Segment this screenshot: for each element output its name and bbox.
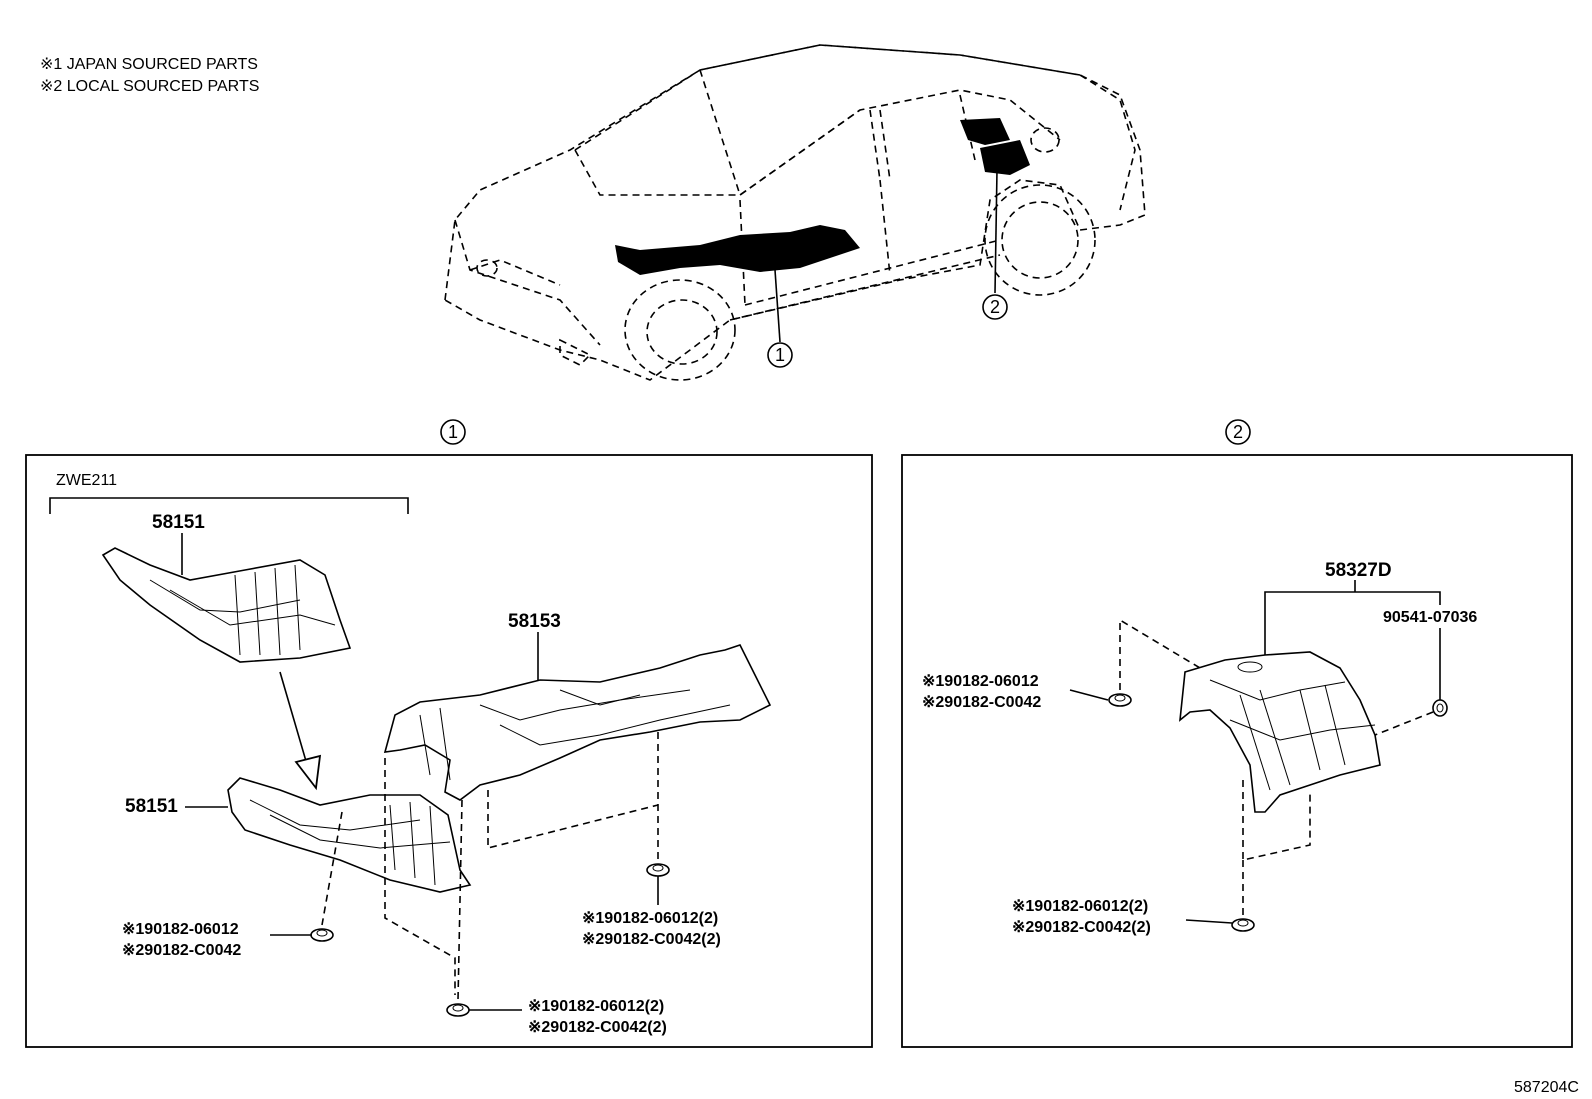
clip-p2-bottom-part-2: ※290182-C0042(2) [1012, 919, 1151, 936]
callout-1-circle [767, 342, 793, 368]
insulator-58151-upper [101, 547, 352, 663]
car-overview: 1 2 [444, 44, 1146, 381]
clip-bottom-part-1: ※190182-06012(2) [528, 998, 664, 1015]
panel-1-frame [25, 454, 873, 1048]
part-58151-upper-label: 58151 [152, 512, 205, 533]
clip-right-part-1: ※190182-06012(2) [582, 910, 718, 927]
insulator-58151-lower [227, 777, 472, 893]
section-2-heading: 2 [1233, 422, 1243, 442]
clip-right-part-2: ※290182-C0042(2) [582, 931, 721, 948]
clip-90541 [1432, 699, 1448, 717]
section-2-circle [1225, 419, 1251, 445]
part-58327D-label: 58327D [1325, 560, 1392, 581]
clip-panel1-bottom [446, 1003, 470, 1017]
section-1-heading: 1 [448, 422, 458, 442]
legend-local-sourced: ※2 LOCAL SOURCED PARTS [40, 78, 259, 95]
clip-p2-left-part-2: ※290182-C0042 [922, 694, 1041, 711]
clip-bottom-part-2: ※290182-C0042(2) [528, 1019, 667, 1036]
legend-japan-sourced: ※1 JAPAN SOURCED PARTS [40, 56, 258, 73]
diagram-code: 587204C [1514, 1079, 1579, 1096]
clip-panel1-left [310, 928, 334, 942]
section-1-circle [440, 419, 466, 445]
panel-2: 58327D 90541-07036 ※190182-06012 ※290 [901, 454, 1573, 1048]
callout-1-label: 1 [775, 345, 785, 365]
clip-panel1-right [646, 863, 670, 877]
clip-left-part-1: ※190182-06012 [122, 921, 239, 938]
clip-p2-bottom-part-1: ※190182-06012(2) [1012, 898, 1148, 915]
callout-2-label: 2 [990, 297, 1000, 317]
panel-2-frame [901, 454, 1573, 1048]
insulator-58327D [1179, 651, 1381, 813]
model-bracket [49, 497, 409, 514]
clip-p2-left-part-1: ※190182-06012 [922, 673, 1039, 690]
part-58153-label: 58153 [508, 611, 561, 632]
callout-2-circle [982, 294, 1008, 320]
part-58151-lower-label: 58151 [125, 796, 178, 817]
clip-panel2-left [1108, 693, 1132, 707]
part-90541-label: 90541-07036 [1383, 609, 1477, 626]
insulator-58153 [383, 644, 772, 801]
clip-left-part-2: ※290182-C0042 [122, 942, 241, 959]
panel-1: ZWE211 58151 58151 58153 [25, 454, 873, 1048]
clip-panel2-bottom [1231, 918, 1255, 932]
model-label: ZWE211 [56, 472, 117, 489]
